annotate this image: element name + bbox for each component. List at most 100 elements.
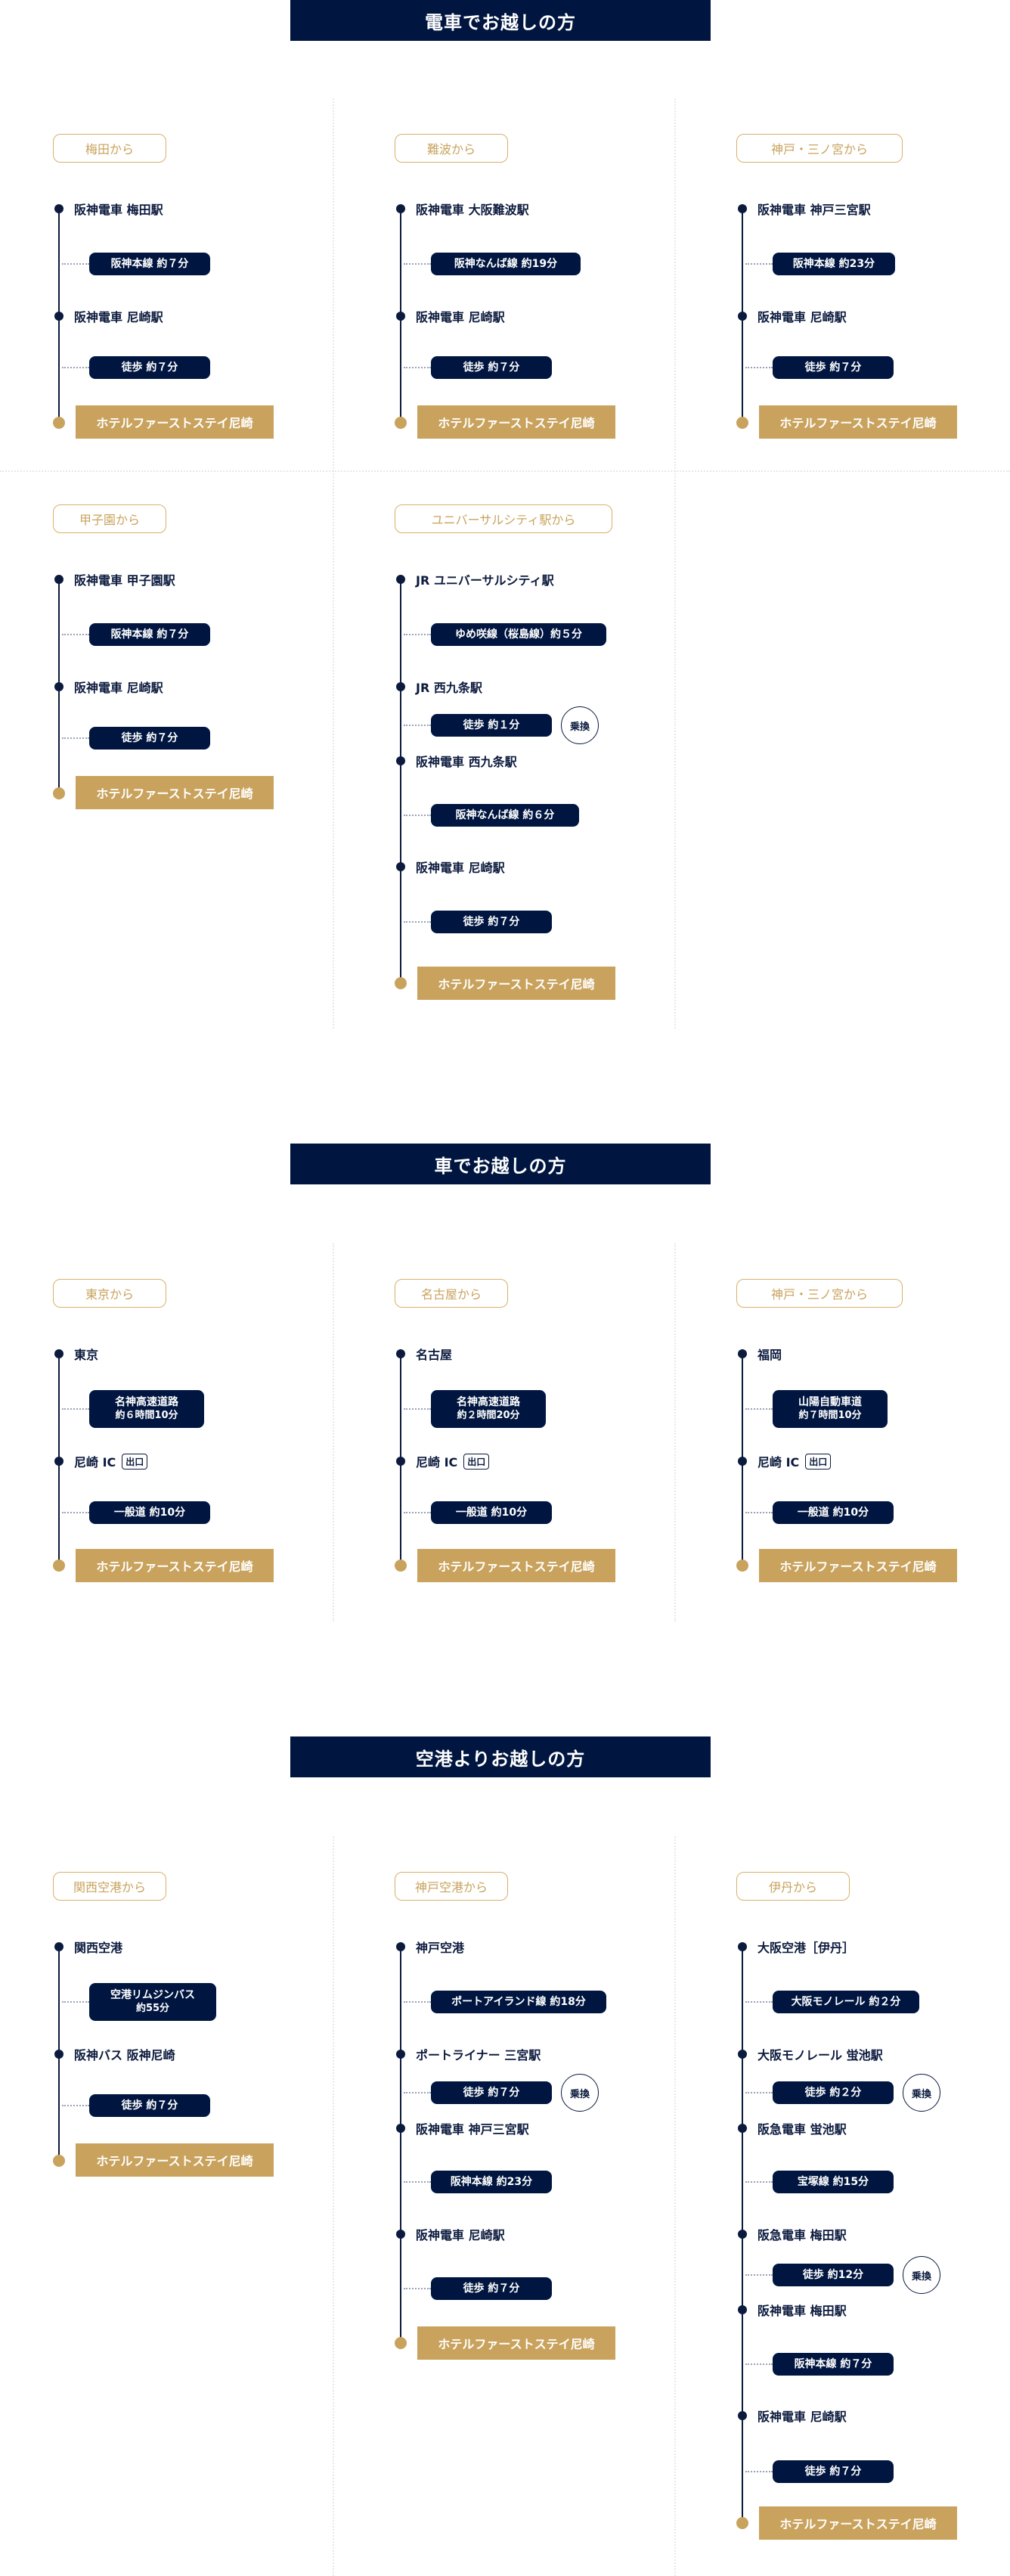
origin-pill: 神戸・三ノ宮から xyxy=(736,1279,903,1308)
stop-text: 尼崎 IC xyxy=(74,1455,116,1470)
stop-label: 阪神電車 尼崎駅 xyxy=(74,310,163,324)
connector xyxy=(404,725,431,726)
exit-tag: 出口 xyxy=(463,1453,490,1470)
stop-label: 阪急電車 蛍池駅 xyxy=(758,2122,847,2137)
origin-pill: ユニバーサルシティ駅から xyxy=(395,504,612,533)
connector xyxy=(745,367,773,368)
route-namba: 難波から 阪神電車 大阪難波駅 阪神なんば線 約19分 阪神電車 尼崎駅 徒歩 … xyxy=(342,98,667,454)
connector xyxy=(62,263,89,265)
column-divider xyxy=(333,98,334,1029)
stop-marker xyxy=(738,2230,747,2239)
connector xyxy=(62,367,89,368)
route-kobe-airport: 神戸空港から 神戸空港 ポートアイランド線 約18分 ポートライナー 三宮駅 徒… xyxy=(342,1836,667,2381)
destination-marker xyxy=(395,2337,407,2349)
stop-label: 阪神電車 梅田駅 xyxy=(74,203,163,217)
connector xyxy=(404,367,431,368)
destination-marker xyxy=(395,1560,407,1572)
connector xyxy=(745,263,773,265)
connector xyxy=(404,1512,431,1513)
walk-segment: 徒歩 約７分 xyxy=(431,2081,552,2104)
origin-pill: 神戸空港から xyxy=(395,1872,508,1901)
segment-line-1: 名神高速道路 xyxy=(457,1396,520,1408)
connector xyxy=(404,2092,431,2093)
column-divider xyxy=(333,1243,334,1622)
destination-marker xyxy=(53,2155,65,2167)
column-divider xyxy=(674,1836,676,2576)
transit-segment: 阪神本線 約７分 xyxy=(89,253,210,275)
segment-line-2: 約２時間20分 xyxy=(457,1410,520,1421)
destination-label: ホテルファーストステイ尼崎 xyxy=(76,776,274,809)
connector xyxy=(745,2274,773,2276)
connector xyxy=(745,2181,773,2183)
segment-line-1: 空港リムジンバス xyxy=(110,1989,195,2001)
origin-pill: 東京から xyxy=(53,1279,166,1308)
exit-tag: 出口 xyxy=(805,1453,832,1470)
origin-pill: 伊丹から xyxy=(736,1872,850,1901)
stop-label: 名古屋 xyxy=(416,1348,453,1362)
stop-marker xyxy=(396,1942,405,1951)
destination-marker xyxy=(736,417,748,429)
transfer-badge: 乗換 xyxy=(561,2074,599,2112)
stop-label: 阪神電車 尼崎駅 xyxy=(74,681,163,695)
stop-marker xyxy=(54,1942,64,1951)
origin-pill: 関西空港から xyxy=(53,1872,166,1901)
route-line xyxy=(400,579,401,983)
stop-label: 阪神電車 神戸三宮駅 xyxy=(416,2122,529,2137)
stop-marker xyxy=(738,2411,747,2420)
destination-label: ホテルファーストステイ尼崎 xyxy=(417,967,615,1000)
stop-marker xyxy=(738,2124,747,2133)
stop-label: 阪神電車 尼崎駅 xyxy=(416,2228,505,2242)
transfer-badge: 乗換 xyxy=(903,2074,940,2112)
walk-segment: 徒歩 約７分 xyxy=(431,2277,552,2300)
stop-marker xyxy=(54,312,64,321)
transit-segment: 阪神本線 約23分 xyxy=(773,253,895,275)
segment-line-2: 約55分 xyxy=(135,2003,170,2014)
exit-tag: 出口 xyxy=(122,1453,148,1470)
stop-text: 尼崎 IC xyxy=(416,1455,458,1470)
connector xyxy=(745,1512,773,1513)
stop-marker xyxy=(54,204,64,213)
connector xyxy=(745,2363,773,2365)
destination-label: ホテルファーストステイ尼崎 xyxy=(759,2506,957,2540)
stop-marker xyxy=(738,312,747,321)
connector xyxy=(404,921,431,923)
destination-marker xyxy=(53,787,65,799)
stop-label: 阪神電車 尼崎駅 xyxy=(416,861,505,875)
stop-label: JR 西九条駅 xyxy=(416,681,482,695)
stop-marker xyxy=(396,862,405,871)
transit-segment: 宝塚線 約15分 xyxy=(773,2171,894,2193)
walk-segment: 徒歩 約７分 xyxy=(89,2094,210,2117)
segment-line-2: 約６時間10分 xyxy=(115,1410,178,1421)
stop-label: 関西空港 xyxy=(74,1941,123,1955)
segment-line-1: 名神高速道路 xyxy=(115,1396,178,1408)
connector xyxy=(62,2001,89,2003)
route-universal-city: ユニバーサルシティ駅から JR ユニバーサルシティ駅 ゆめ咲線（桜島線）約５分 … xyxy=(342,470,667,1015)
stop-label: 阪神電車 西九条駅 xyxy=(416,755,517,769)
transit-segment: 阪神本線 約７分 xyxy=(773,2353,894,2376)
connector xyxy=(404,634,431,635)
connector xyxy=(62,2105,89,2106)
connector xyxy=(404,2001,431,2003)
stop-text: 尼崎 IC xyxy=(758,1455,800,1470)
stop-marker xyxy=(396,2124,405,2133)
walk-segment: 徒歩 約７分 xyxy=(773,2460,894,2483)
segment-line-1: 山陽自動車道 xyxy=(798,1396,862,1408)
column-divider xyxy=(333,1836,334,2576)
destination-marker xyxy=(53,1560,65,1572)
destination-label: ホテルファーストステイ尼崎 xyxy=(76,1549,274,1582)
stop-label: ポートライナー 三宮駅 xyxy=(416,2048,541,2062)
connector xyxy=(62,737,89,739)
stop-marker xyxy=(54,1457,64,1466)
walk-segment: 徒歩 約２分 xyxy=(773,2081,894,2104)
destination-label: ホテルファーストステイ尼崎 xyxy=(417,405,615,439)
column-divider xyxy=(674,98,676,1029)
transit-segment: 阪神なんば線 約19分 xyxy=(431,253,581,275)
highway-segment: 名神高速道路 約６時間10分 xyxy=(89,1390,204,1428)
walk-segment: 徒歩 約７分 xyxy=(89,356,210,379)
stop-marker xyxy=(396,1349,405,1358)
transfer-badge: 乗換 xyxy=(903,2256,940,2294)
road-segment: 一般道 約10分 xyxy=(773,1501,894,1524)
stop-marker xyxy=(738,204,747,213)
